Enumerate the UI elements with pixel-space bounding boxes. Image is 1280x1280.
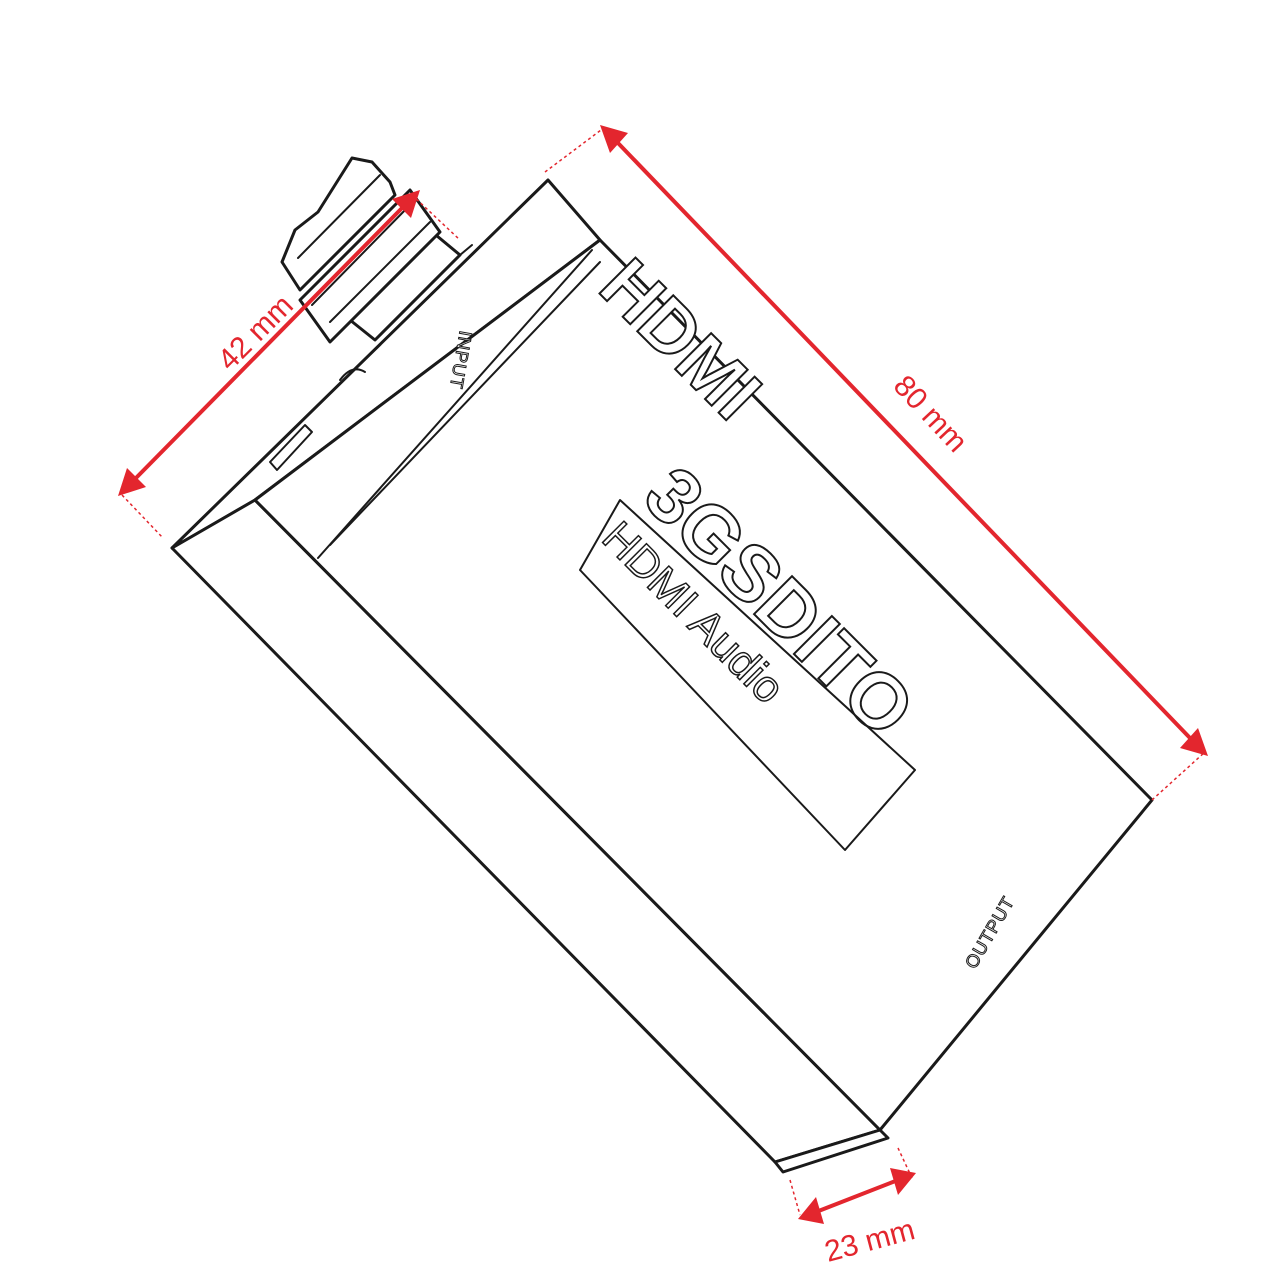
length-dimension-line	[616, 141, 1192, 740]
dimension-depth: 23 mm	[789, 1147, 918, 1269]
width-arrow-end	[392, 190, 420, 218]
width-dimension-line	[132, 204, 406, 482]
bottom-lip	[773, 1128, 890, 1174]
depth-label: 23 mm	[821, 1213, 918, 1269]
audio-jack	[339, 368, 366, 381]
width-label: 42 mm	[212, 289, 300, 377]
logo-frame	[579, 499, 916, 851]
length-label: 80 mm	[887, 369, 974, 459]
length-arrow-end	[1180, 728, 1208, 756]
device-body	[170, 178, 1154, 1174]
bnc-connector	[280, 156, 462, 344]
depth-dimension-line	[815, 1178, 899, 1214]
usb-port	[269, 424, 313, 471]
depth-arrow-end	[890, 1168, 916, 1195]
length-arrow-start	[600, 125, 628, 153]
width-arrow-start	[118, 468, 146, 496]
depth-arrow-start	[798, 1197, 824, 1224]
